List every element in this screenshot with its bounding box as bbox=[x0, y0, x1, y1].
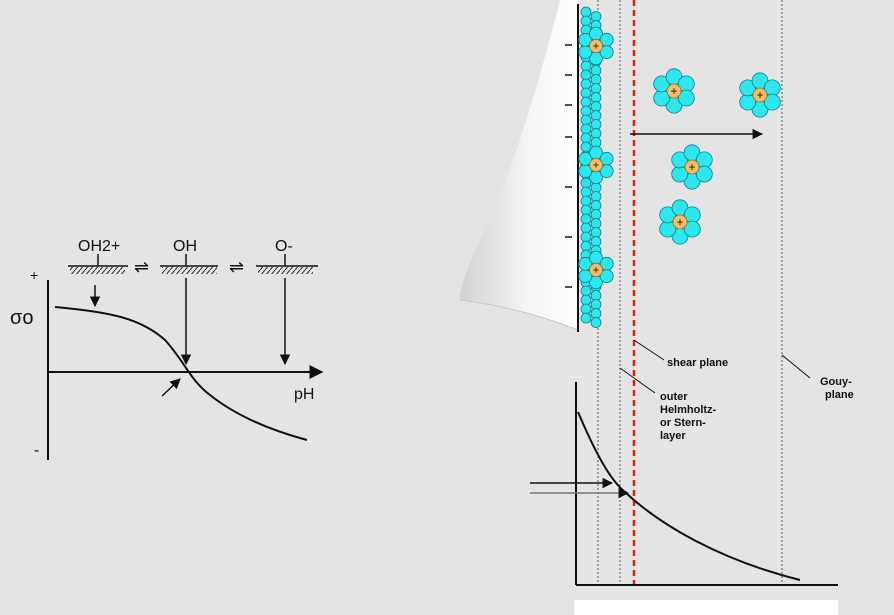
hydrated-cation: + bbox=[578, 145, 614, 185]
cation-charge-icon: + bbox=[677, 217, 684, 229]
shear-plane-label: shear plane bbox=[667, 357, 728, 369]
water-molecule bbox=[580, 294, 592, 306]
water-molecule bbox=[578, 32, 593, 47]
cation-core bbox=[666, 83, 682, 99]
species-oh2-plus: OH2+ bbox=[78, 238, 120, 255]
water-molecule bbox=[590, 128, 602, 139]
hydrated-cation: + bbox=[578, 26, 614, 66]
water-molecule bbox=[590, 74, 602, 85]
bottom-strip bbox=[574, 600, 838, 615]
cation-charge-icon: + bbox=[593, 266, 599, 277]
cation-core bbox=[589, 158, 603, 172]
water-molecule bbox=[590, 218, 602, 229]
free-hydrated-ions: + + + + bbox=[653, 68, 781, 245]
water-molecule bbox=[580, 312, 592, 324]
water-molecule bbox=[578, 151, 593, 166]
water-molecule bbox=[590, 119, 602, 130]
water-molecule bbox=[677, 89, 695, 107]
water-molecule bbox=[580, 69, 592, 81]
water-molecule bbox=[580, 60, 592, 72]
pzc-arrow bbox=[161, 378, 181, 397]
cation-charge-icon: + bbox=[757, 90, 764, 102]
hydrated-cation: + bbox=[739, 72, 781, 118]
species-o-minus: O- bbox=[275, 238, 293, 255]
water-molecule bbox=[590, 11, 602, 22]
water-molecule bbox=[580, 195, 592, 207]
water-molecule bbox=[590, 290, 602, 301]
equilibrium-symbol-2: ⇌ bbox=[229, 257, 244, 277]
water-molecule bbox=[590, 299, 602, 310]
gouy-plane-label: Gouy- plane bbox=[820, 376, 855, 401]
hydrated-cation: + bbox=[659, 199, 701, 245]
water-molecule bbox=[590, 200, 602, 211]
water-molecule bbox=[590, 227, 602, 238]
particle-surface-curl bbox=[459, 0, 580, 330]
cation-core bbox=[589, 263, 603, 277]
water-molecule bbox=[599, 269, 614, 284]
water-molecule bbox=[580, 105, 592, 117]
water-molecule bbox=[580, 123, 592, 135]
cation-core bbox=[672, 214, 688, 230]
water-molecule bbox=[580, 186, 592, 198]
water-molecule bbox=[580, 6, 592, 18]
stern-layer-connector bbox=[619, 367, 656, 394]
potential-decay-curve bbox=[577, 411, 801, 581]
water-molecule bbox=[590, 110, 602, 121]
water-molecule bbox=[763, 93, 781, 111]
water-molecule bbox=[590, 308, 602, 319]
water-molecule bbox=[590, 101, 602, 112]
water-molecule bbox=[580, 240, 592, 252]
sigma-label: σo bbox=[10, 307, 33, 329]
water-molecule bbox=[580, 87, 592, 99]
equilibrium-symbol-1: ⇌ bbox=[134, 257, 149, 277]
cation-charge-icon: + bbox=[671, 86, 678, 98]
water-molecule bbox=[590, 317, 602, 328]
water-molecule bbox=[580, 303, 592, 315]
hydrated-cation: + bbox=[578, 250, 614, 290]
water-molecule bbox=[590, 209, 602, 220]
water-molecule bbox=[590, 65, 602, 76]
cation-core bbox=[684, 159, 700, 175]
water-molecule bbox=[683, 220, 701, 238]
charge-ph-diagram: + - σo pH OH2+ OH O- ⇌ ⇌ bbox=[10, 238, 324, 460]
water-molecule bbox=[590, 236, 602, 247]
surface-sites bbox=[68, 254, 318, 274]
water-molecule bbox=[590, 92, 602, 103]
cation-core bbox=[589, 39, 603, 53]
cation-charge-icon: + bbox=[689, 162, 696, 174]
water-molecule bbox=[580, 78, 592, 90]
gouy-plane-connector bbox=[781, 354, 811, 379]
surface-charge-curve bbox=[54, 306, 308, 441]
water-molecule bbox=[580, 222, 592, 234]
specifically-adsorbed-ions: + + + bbox=[578, 26, 614, 290]
water-molecule bbox=[695, 165, 713, 183]
ph-label: pH bbox=[294, 386, 314, 403]
water-molecule bbox=[590, 83, 602, 94]
cation-core bbox=[752, 87, 768, 103]
water-molecule bbox=[580, 114, 592, 126]
water-molecule bbox=[580, 15, 592, 27]
surface-charge-ticks bbox=[565, 44, 572, 288]
water-molecule bbox=[590, 191, 602, 202]
water-molecule bbox=[580, 231, 592, 243]
water-molecule bbox=[599, 45, 614, 60]
water-molecule bbox=[578, 256, 593, 271]
plus-sign: + bbox=[30, 267, 38, 283]
hydrated-cation: + bbox=[671, 144, 713, 190]
water-molecule bbox=[580, 132, 592, 144]
minus-sign: - bbox=[34, 442, 39, 459]
double-layer-diagram: + + + + + + + shear plane outer Helmholtz- or… bbox=[459, 0, 855, 615]
hydrated-cation: + bbox=[653, 68, 695, 114]
water-molecule bbox=[580, 213, 592, 225]
water-molecule bbox=[580, 285, 592, 297]
outer-helmholtz-label: outer Helmholtz- or Stern- layer bbox=[660, 391, 719, 442]
water-molecule bbox=[580, 96, 592, 108]
shear-plane-connector bbox=[633, 339, 665, 361]
water-molecule bbox=[580, 204, 592, 216]
cation-charge-icon: + bbox=[593, 161, 599, 172]
cation-charge-icon: + bbox=[593, 42, 599, 53]
water-molecule bbox=[599, 164, 614, 179]
species-oh: OH bbox=[173, 238, 197, 255]
